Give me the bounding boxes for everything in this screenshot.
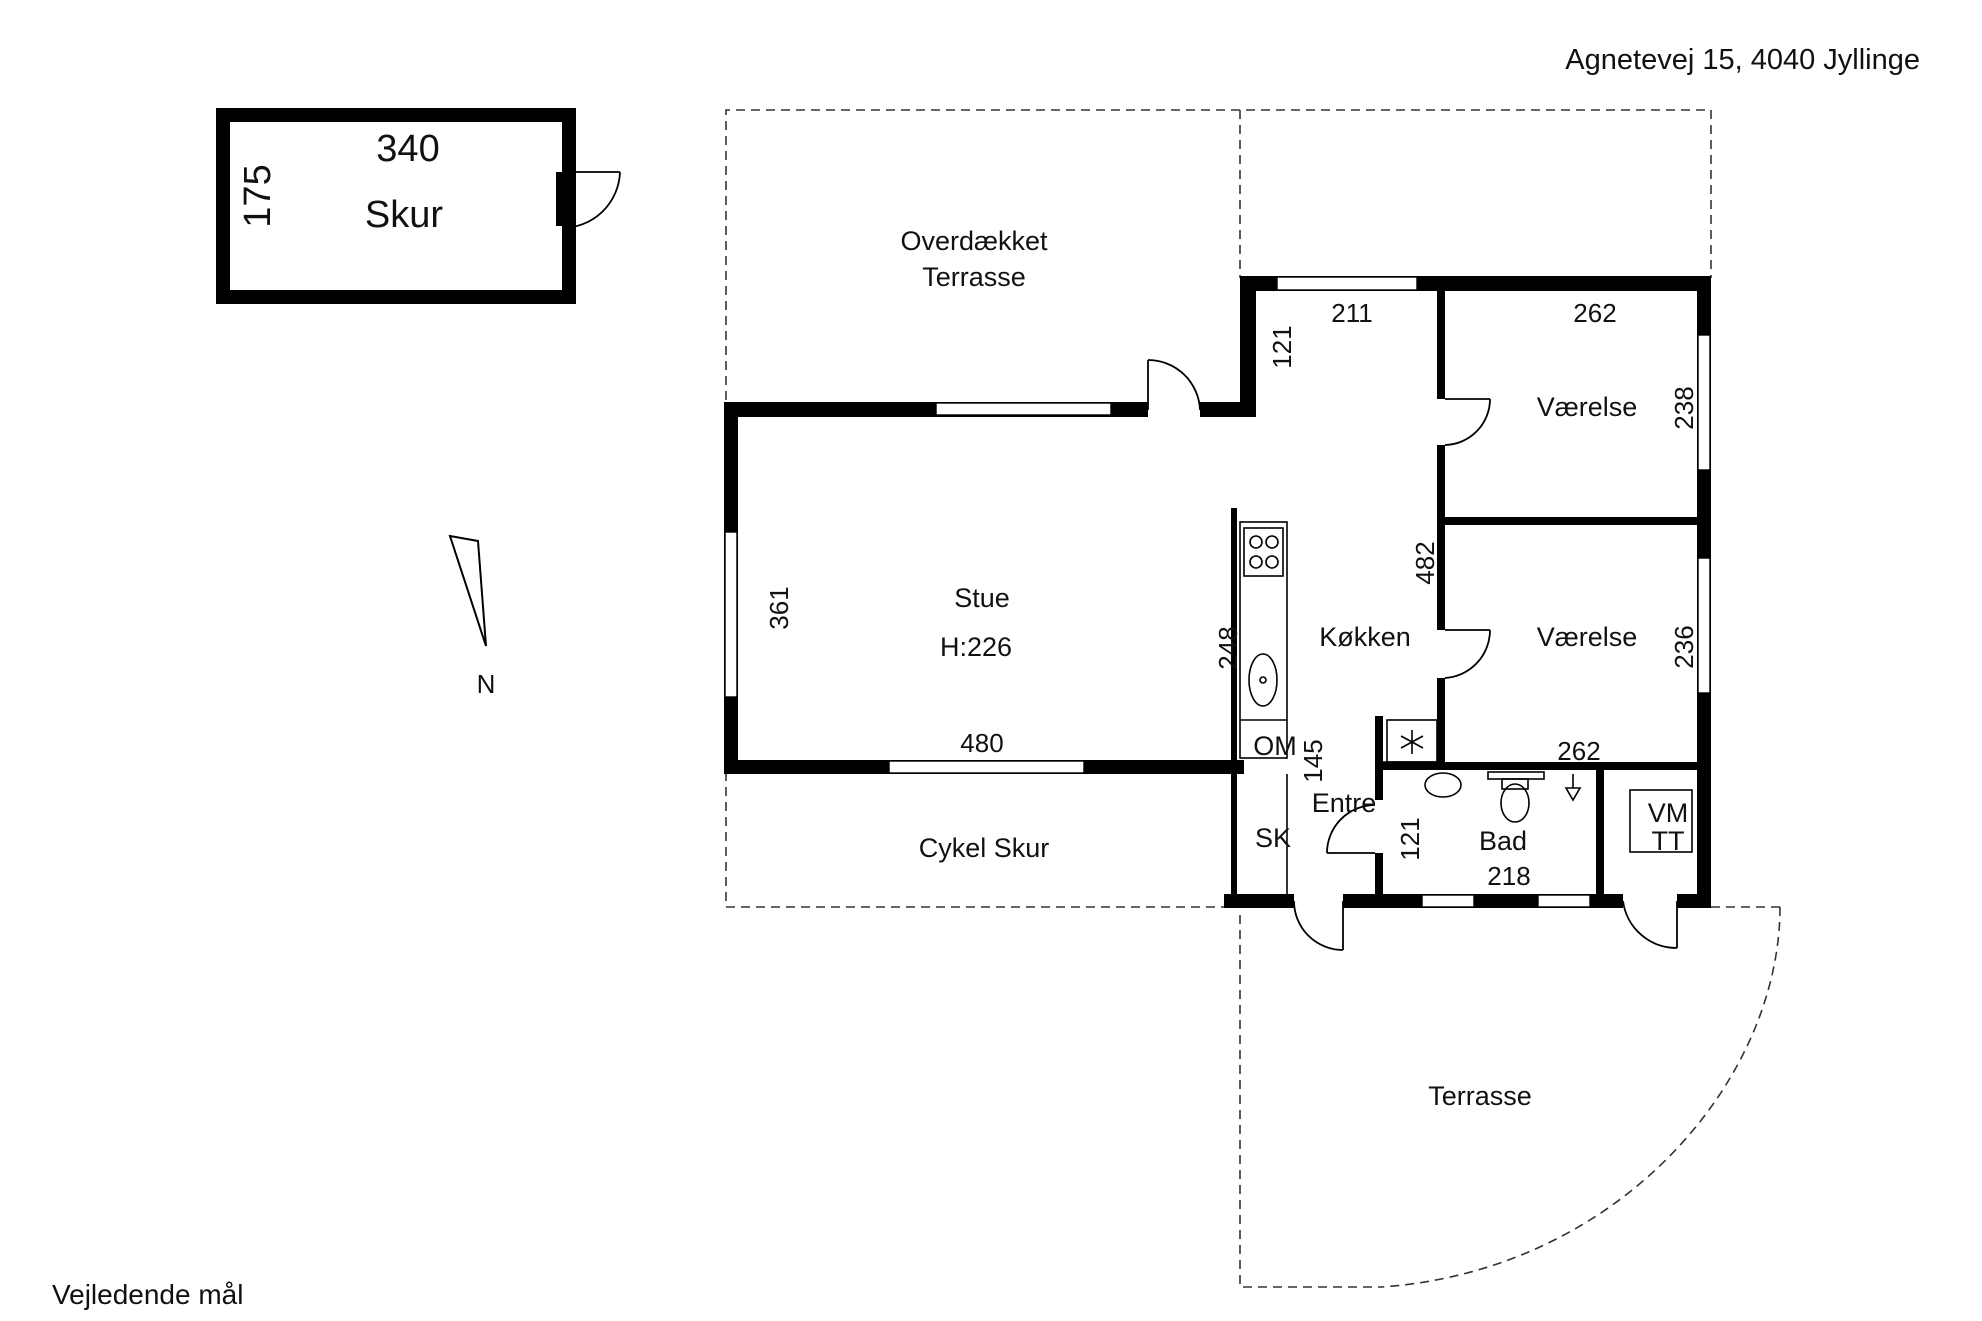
window — [888, 760, 1085, 774]
terrace-outline — [1239, 915, 1382, 1288]
shed-door-swing — [561, 171, 621, 229]
stove-burner-icon — [1249, 535, 1263, 549]
window — [1697, 557, 1711, 694]
door-swing — [1326, 804, 1376, 854]
doors — [1147, 359, 1678, 951]
windows — [724, 276, 1711, 908]
fixtures — [1239, 521, 1693, 894]
terrace-label: Terrasse — [1428, 1081, 1532, 1111]
stove-burner-icon — [1265, 555, 1279, 569]
kitchen-sink-icon — [1248, 653, 1278, 707]
utility-cabinet — [1629, 789, 1693, 853]
wall — [1375, 762, 1711, 770]
entrance-depth-dimension: 145 — [1298, 739, 1328, 782]
window — [724, 531, 738, 698]
bedroom-2-label: Værelse — [1537, 622, 1638, 652]
door-swing — [1444, 629, 1491, 679]
wall — [1596, 770, 1604, 900]
living-depth-dimension: 361 — [764, 586, 794, 629]
ventilation-icon — [1400, 730, 1424, 754]
door-swing — [1622, 900, 1678, 949]
living-width-dimension: 480 — [960, 728, 1003, 758]
covered-terrace-label-2: Terrasse — [922, 262, 1026, 292]
bathroom-width-dimension: 218 — [1487, 861, 1530, 891]
covered-terrace-outline — [725, 109, 1712, 400]
kitchen-width-dimension: 211 — [1331, 298, 1372, 328]
living-room-label: Stue — [954, 583, 1010, 613]
shed-skur: 340 Skur 175 — [216, 108, 621, 304]
north-label: N — [477, 669, 496, 699]
bike-shed-outline — [725, 772, 1230, 908]
wall — [1375, 853, 1383, 901]
north-arrow: N — [448, 534, 496, 699]
covered-terrace-label: Overdækket — [900, 226, 1048, 256]
door-swing — [1147, 359, 1201, 411]
bathroom-depth-dimension: 121 — [1395, 817, 1425, 860]
kitchen-depth-dimension: 482 — [1410, 541, 1440, 584]
bedroom-2-width-dimension: 262 — [1557, 736, 1600, 766]
north-arrow-icon — [448, 534, 487, 647]
wall — [1375, 716, 1383, 800]
dimension-labels: 480 361 211 121 248 482 262 238 262 236 … — [764, 298, 1699, 891]
vent-box — [1386, 719, 1438, 763]
shed-name-label: Skur — [365, 194, 443, 236]
bedroom-1-label: Værelse — [1537, 392, 1638, 422]
living-room-height-label: H:226 — [940, 632, 1012, 662]
wall — [1437, 445, 1445, 630]
wall — [1240, 276, 1256, 417]
cabinet-label: OM — [1253, 731, 1297, 761]
room-labels: Overdækket Terrasse Stue H:226 Køkken Væ… — [900, 226, 1688, 1111]
entrance-label: Entre — [1312, 788, 1377, 818]
kitchen-label: Køkken — [1319, 622, 1411, 652]
bedroom-1-width-dimension: 262 — [1573, 298, 1616, 328]
door-swing — [1293, 900, 1344, 951]
door-swing — [1444, 398, 1491, 446]
utility-label-tt: TT — [1652, 826, 1685, 856]
wall — [1437, 291, 1445, 399]
wall — [1224, 894, 1294, 908]
wall — [1437, 678, 1445, 766]
window — [1421, 894, 1475, 908]
terrace-curved-edge — [1381, 906, 1781, 1288]
shed-depth-label: 175 — [237, 164, 279, 227]
stove-burner-icon — [1249, 555, 1263, 569]
window — [1537, 894, 1591, 908]
kitchen-counter-dimension: 248 — [1213, 626, 1243, 669]
shower-icon — [1564, 774, 1582, 802]
window — [1276, 276, 1418, 291]
toilet-tank-icon — [1501, 778, 1529, 790]
window — [1697, 334, 1711, 471]
stove-icon — [1243, 527, 1284, 577]
bathroom-label: Bad — [1479, 826, 1527, 856]
address-heading: Agnetevej 15, 4040 Jyllinge — [1565, 44, 1920, 76]
outdoor-outlines — [725, 109, 1781, 1288]
house-walls — [724, 276, 1711, 908]
stove-burner-icon — [1265, 535, 1279, 549]
wall — [1677, 894, 1711, 908]
window — [935, 402, 1112, 416]
bedroom-2-depth-dimension: 236 — [1669, 625, 1699, 668]
shed-width-label: 340 — [376, 128, 439, 170]
wall — [1231, 508, 1237, 908]
toilet-icon — [1500, 783, 1530, 823]
washbasin-icon — [1424, 772, 1462, 798]
kitchen-counter — [1239, 521, 1288, 759]
closet-label: SK — [1255, 823, 1291, 853]
sink-drain-icon — [1259, 676, 1267, 684]
kitchen-notch-dimension: 121 — [1267, 325, 1297, 368]
wall — [1437, 517, 1711, 525]
bike-shed-label: Cykel Skur — [919, 833, 1050, 863]
toilet-cistern-icon — [1487, 771, 1545, 780]
utility-label-vm: VM — [1648, 798, 1689, 828]
bedroom-1-depth-dimension: 238 — [1669, 386, 1699, 429]
disclaimer-note: Vejledende mål — [52, 1279, 243, 1310]
